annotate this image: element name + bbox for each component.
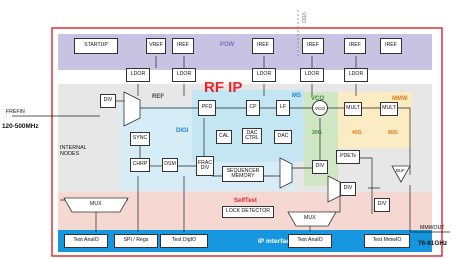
outer-border (51, 27, 443, 257)
wire-out-mmwout (409, 185, 450, 233)
vco-div-block: DIV (312, 160, 328, 174)
dsm-block: DSM (162, 158, 178, 172)
iref-block-1: IREF (172, 38, 194, 54)
mid-mux (279, 157, 293, 189)
ldor-block-2: LDOR (172, 68, 196, 82)
ip-interface-region-label: IP interface (258, 238, 294, 245)
frefin-label: FREFIN (6, 109, 25, 115)
ref-input-buffer (123, 91, 141, 127)
mult-block-1: MULT (344, 102, 362, 116)
test-digio-block: Test DigIO (160, 234, 208, 248)
freq-20g-label: 20G (312, 130, 322, 136)
wire-mult2-out (398, 107, 411, 175)
test-anaio-block-2: Test AnaIO (288, 234, 332, 248)
st-mux-1 (327, 175, 341, 203)
left-mux-label: MUX (90, 201, 102, 207)
startup-block: STARTUP (74, 38, 118, 54)
vref-block: VREF (146, 38, 166, 54)
ldor-block-5: LDOR (344, 68, 368, 82)
pow-region-label: POW (220, 42, 235, 48)
mmw-region-label: MMW (392, 96, 408, 102)
mult-block-2: MULT (380, 102, 398, 116)
frac-div-block: FRAC DIV (196, 156, 214, 176)
freq-40g-label: 40G (352, 130, 362, 136)
freq-80g-label: 80G (388, 130, 398, 136)
mmw-band (338, 92, 412, 148)
iref-block-2: IREF (252, 38, 274, 54)
mmwout-range-label: 76-81GHz (418, 240, 448, 247)
selftest-div-block-2: DIV (374, 198, 390, 212)
lf-block: LF (276, 100, 290, 116)
internal-nodes-label: INTERNAL NODES (60, 145, 87, 157)
vdd-label: VDD (300, 12, 306, 23)
frefin-range-label: 120-500MHz (2, 123, 39, 130)
ms-region-label: MS (292, 93, 301, 99)
cp-block: CP (246, 100, 260, 116)
left-mux-shape (63, 197, 129, 213)
chrp-block: CHRP (130, 158, 150, 172)
cal-block: CAL (216, 130, 232, 144)
spi-regs-block: SPI / Regs (114, 234, 158, 248)
iref-block-3: IREF (302, 38, 324, 54)
selftest-region-label: SelfTest (234, 198, 257, 204)
mmwout-label: MMWOUT (420, 225, 445, 231)
bottom-mux-label: MUX (304, 215, 316, 221)
test-anaio-block-1: Test AnaIO (64, 234, 108, 248)
pdets-block: PDETs (336, 150, 360, 164)
selftest-div-block-1: DIV (340, 182, 356, 196)
dac-ctrl-block: DAC CTRL (242, 128, 262, 144)
bottom-mux-shape (287, 211, 337, 227)
ldor-block-1: LDOR (126, 68, 150, 82)
ref-div-block: DIV (100, 94, 116, 108)
wire-pdets-mux (360, 157, 373, 214)
vco-region-label: VCO (311, 96, 325, 102)
ldor-block-4: LDOR (300, 68, 324, 82)
buf-label: BUF (396, 168, 405, 173)
sync-block: SYNC (130, 132, 150, 146)
buf-triangle (391, 165, 411, 183)
sequencer-memory-block: SEQUENCER MEMORY (222, 166, 264, 182)
ref-region-label: REF (152, 94, 164, 100)
dac-block: DAC (274, 130, 292, 144)
vco-circle: VCO (312, 100, 328, 116)
diagram-title: RF IP (204, 79, 243, 96)
pfd-block: PFD (198, 100, 216, 116)
iref-block-4: IREF (344, 38, 366, 54)
ldor-block-3: LDOR (252, 68, 276, 82)
digi-region-label: DIGI (176, 128, 189, 134)
pow-band (58, 34, 432, 70)
iref-block-5: IREF (380, 38, 402, 54)
test-mmwio-block: Test MmwIO (364, 234, 410, 248)
lock-detector-block: LOCK DETECTOR (222, 206, 274, 218)
